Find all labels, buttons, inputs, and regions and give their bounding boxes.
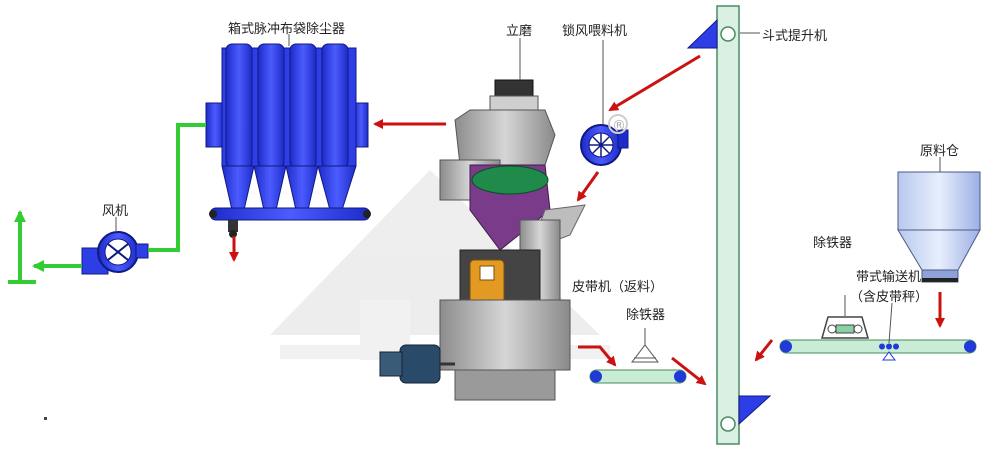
label-feeder: 锁风喂料机 [562, 24, 628, 39]
fan-blower [81, 231, 149, 275]
label-conveyor-line1: 带式输送机 [856, 270, 922, 285]
baghouse-dust-collector [205, 43, 371, 238]
label-iron-remover-right: 除铁器 [813, 236, 853, 251]
raw-material-bin [897, 171, 981, 283]
airlock-feeder [580, 114, 629, 166]
registered-mark: ® [612, 118, 626, 134]
bucket-elevator [686, 5, 772, 445]
label-raw-bin: 原料仓 [920, 144, 960, 159]
vertical-roller-mill [379, 79, 586, 401]
label-conveyor-line2: （含皮带秤） [850, 290, 929, 305]
label-iron-remover-left: 除铁器 [626, 308, 666, 323]
material-flow-arrows [229, 54, 945, 386]
label-baghouse: 箱式脉冲布袋除尘器 [228, 22, 346, 37]
iron-remover-right [821, 295, 869, 339]
label-fan: 风机 [102, 204, 129, 219]
label-mill: 立磨 [506, 24, 533, 39]
filter-bag-tubes [225, 43, 349, 169]
leader-lines [115, 32, 941, 344]
belt-conveyor-with-scale [779, 339, 977, 361]
air-pipes [8, 123, 206, 284]
corner-mark [44, 417, 47, 420]
dust-hoppers [221, 165, 357, 211]
iron-remover-left [630, 328, 660, 363]
label-elevator: 斗式提升机 [762, 29, 828, 44]
label-return-belt: 皮带机（返料） [572, 280, 664, 295]
return-belt-conveyor [589, 369, 687, 384]
